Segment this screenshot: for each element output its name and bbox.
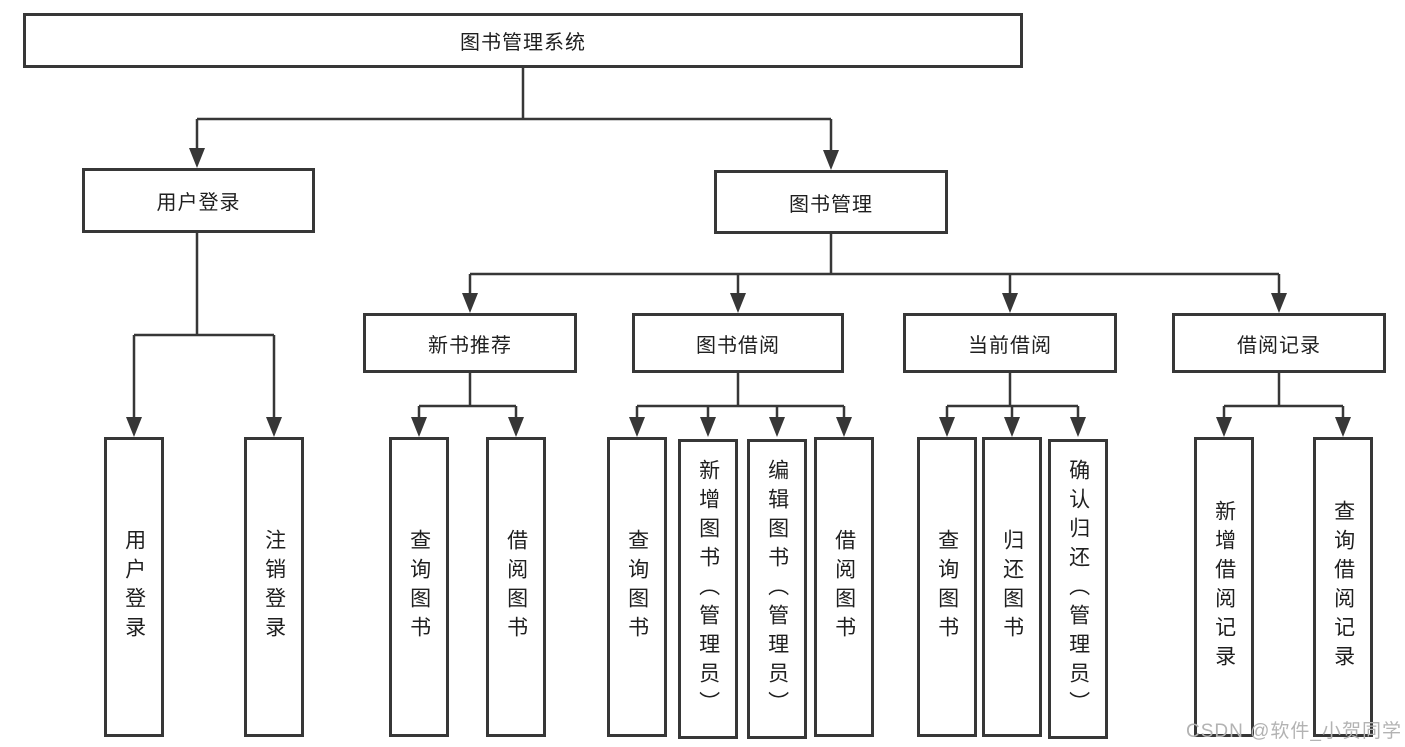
node-current-borrowing: 当前借阅 — [903, 313, 1117, 373]
leaf-borrowing-borrow-books: 借阅图书 — [814, 437, 874, 737]
leaf-current-query-books: 查询图书 — [917, 437, 977, 737]
leaf-records-query-record: 查询借阅记录 — [1313, 437, 1373, 737]
leaf-recommend-borrow-books: 借阅图书 — [486, 437, 546, 737]
leaf-label: 查询图书 — [935, 529, 959, 645]
node-book-borrowing: 图书借阅 — [632, 313, 844, 373]
leaf-label: 查询图书 — [407, 529, 431, 645]
leaf-records-add-record: 新增借阅记录 — [1194, 437, 1254, 737]
leaf-label: 用户登录 — [122, 529, 146, 645]
node-label: 图书借阅 — [696, 334, 780, 357]
leaf-label: 借阅图书 — [504, 529, 528, 645]
leaf-borrowing-add-books-admin: 新增图书（管理员） — [678, 439, 738, 739]
node-label: 图书管理 — [789, 193, 873, 216]
leaf-user-login: 用户登录 — [104, 437, 164, 737]
node-book-management: 图书管理 — [714, 170, 948, 234]
node-borrowing-records: 借阅记录 — [1172, 313, 1386, 373]
leaf-borrowing-query-books: 查询图书 — [607, 437, 667, 737]
leaf-label: 查询借阅记录 — [1331, 500, 1355, 674]
leaf-label: 借阅图书 — [832, 529, 856, 645]
leaf-label: 新增借阅记录 — [1212, 500, 1236, 674]
leaf-label: 新增图书（管理员） — [696, 458, 720, 720]
leaf-logout: 注销登录 — [244, 437, 304, 737]
node-label: 当前借阅 — [968, 334, 1052, 357]
leaf-label: 查询图书 — [625, 529, 649, 645]
node-library-management-system: 图书管理系统 — [23, 13, 1023, 68]
node-label: 用户登录 — [156, 192, 241, 214]
leaf-label: 编辑图书（管理员） — [765, 458, 789, 720]
leaf-borrowing-edit-books-admin: 编辑图书（管理员） — [747, 439, 807, 739]
node-label: 图书管理系统 — [460, 32, 586, 54]
node-label: 借阅记录 — [1237, 334, 1321, 357]
leaf-current-confirm-return-admin: 确认归还（管理员） — [1048, 439, 1108, 739]
csdn-watermark: CSDN @软件_小贺同学 — [1186, 721, 1402, 742]
node-user-login: 用户登录 — [82, 168, 315, 233]
leaf-label: 注销登录 — [262, 529, 286, 645]
leaf-recommend-query-books: 查询图书 — [389, 437, 449, 737]
leaf-current-return-books: 归还图书 — [982, 437, 1042, 737]
leaf-label: 归还图书 — [1000, 529, 1024, 645]
leaf-label: 确认归还（管理员） — [1066, 458, 1090, 720]
node-new-book-recommendation: 新书推荐 — [363, 313, 577, 373]
node-label: 新书推荐 — [428, 334, 512, 357]
